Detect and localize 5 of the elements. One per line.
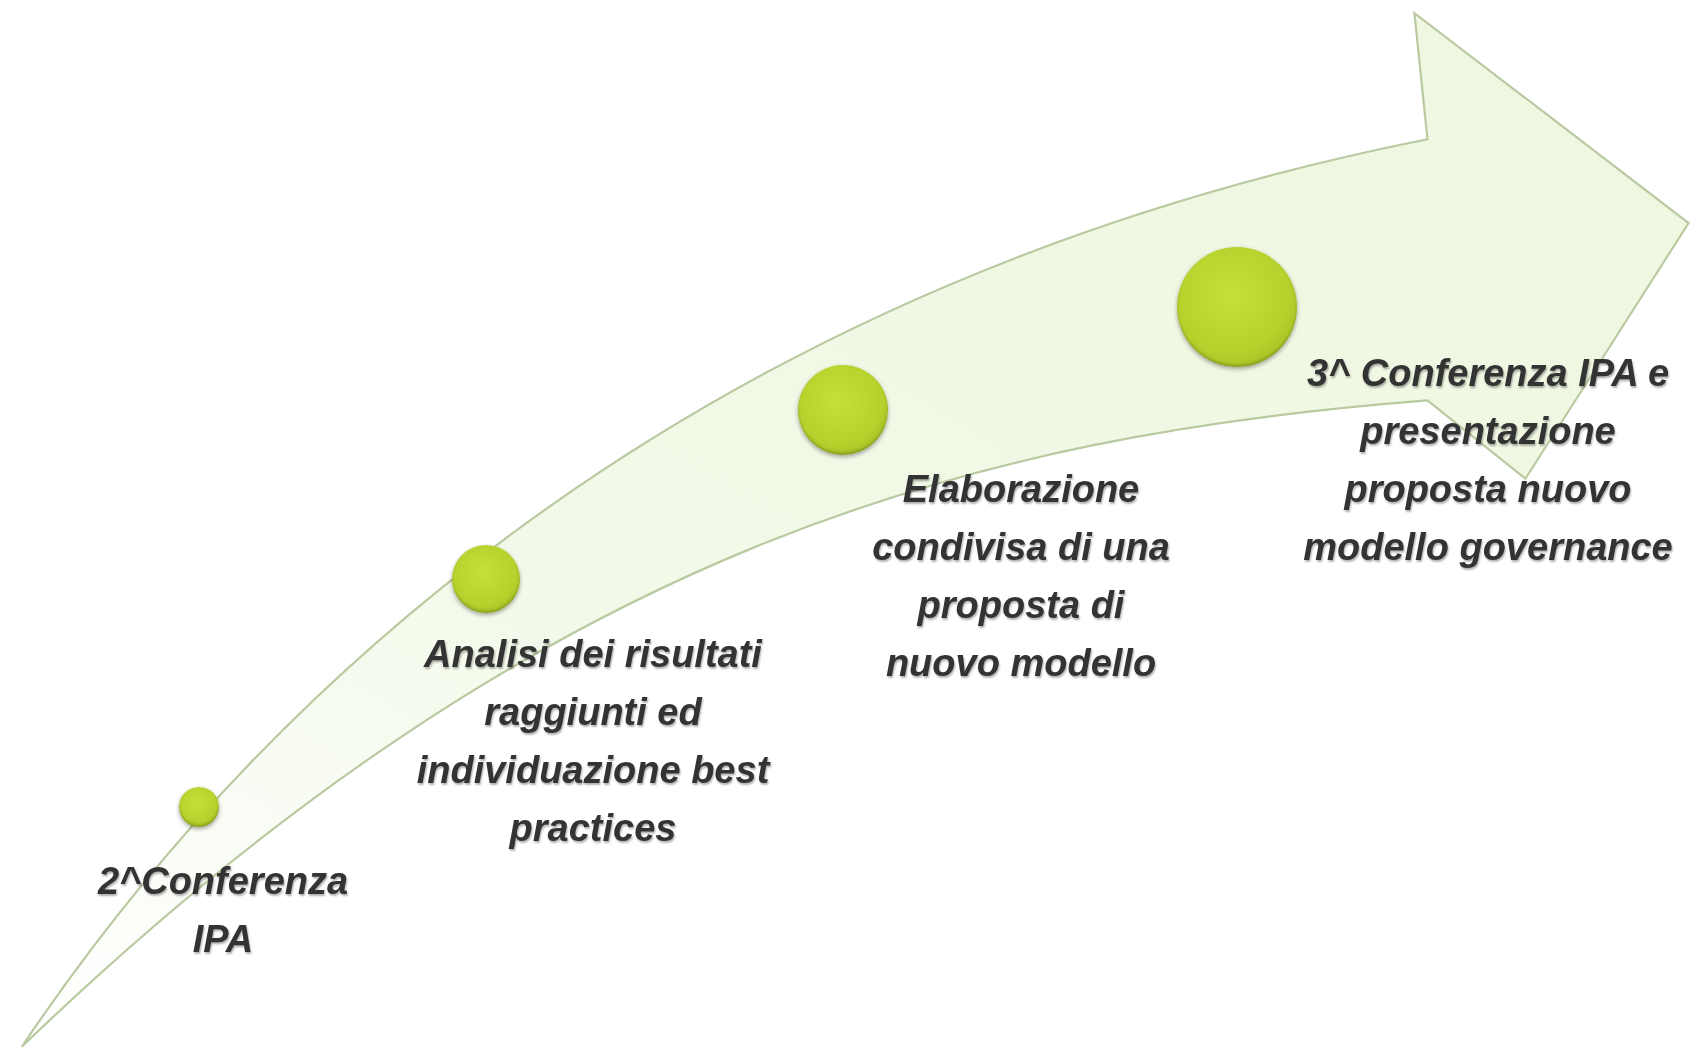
milestone-dot	[179, 787, 219, 827]
milestone-caption: 3^ Conferenza IPA e presentazione proposta nuovo modello governance	[1303, 351, 1673, 570]
milestone-caption: 2^Conferenza IPA	[96, 859, 350, 962]
milestone-caption: Analisi dei risultati raggiunti ed individuazione best practices	[415, 632, 772, 851]
milestone-caption: Elaborazione condivisa di una proposta di nuovo modello	[871, 467, 1171, 686]
